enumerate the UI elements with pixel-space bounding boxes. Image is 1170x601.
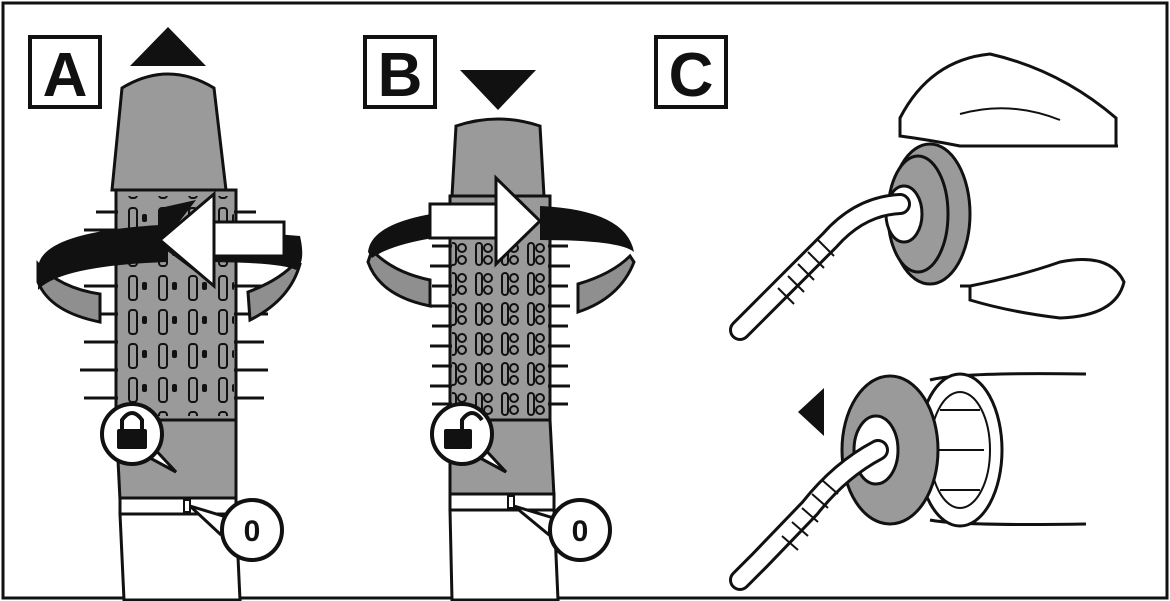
collar-ring-a — [118, 496, 238, 516]
filter-slide-illustration — [729, 372, 1087, 591]
nozzle-cap-b — [450, 117, 546, 198]
rotation-arrowshaft-a — [212, 220, 286, 258]
rotation-band-back-b-right — [576, 253, 636, 315]
rotation-band-back-a-right — [246, 260, 302, 323]
panel-c-label-box — [654, 35, 728, 109]
bristles-b — [430, 244, 570, 406]
indicator-label-a: 0 — [244, 515, 261, 548]
hand-upper — [898, 52, 1118, 148]
panel-b: B — [363, 35, 636, 601]
triangle-left-icon — [798, 388, 824, 436]
panel-b-label-box — [363, 35, 437, 109]
lock-callout-a — [100, 402, 178, 474]
indicator-callout-a: 0 — [188, 498, 284, 562]
collar-ring-b — [448, 492, 556, 512]
panel-a-label-box — [28, 35, 102, 109]
panel-a: A — [28, 27, 303, 601]
filter-removal-illustration — [729, 52, 1126, 341]
rotation-arrowhead-b — [494, 174, 543, 268]
nozzle-cap-a — [110, 72, 228, 192]
lock-open-icon — [444, 411, 484, 449]
rotation-arrowshaft-b — [428, 202, 498, 240]
indicator-callout-b: 0 — [513, 498, 612, 562]
indicator-label-b: 0 — [572, 515, 589, 548]
triangle-down-icon — [460, 70, 536, 110]
hand-lower — [968, 258, 1126, 320]
rotation-band-back-b — [366, 247, 432, 308]
panel-b-label: B — [378, 41, 423, 110]
panel-c-label: C — [669, 41, 714, 110]
panel-c: C — [654, 35, 1126, 591]
panel-a-label: A — [43, 41, 88, 110]
ring-mark-a — [183, 499, 191, 513]
lock-closed-icon — [117, 411, 147, 449]
lock-callout-b — [430, 402, 508, 474]
ring-mark-b — [507, 495, 515, 509]
triangle-up-icon — [130, 27, 206, 66]
barrel-slots-b — [452, 236, 548, 416]
